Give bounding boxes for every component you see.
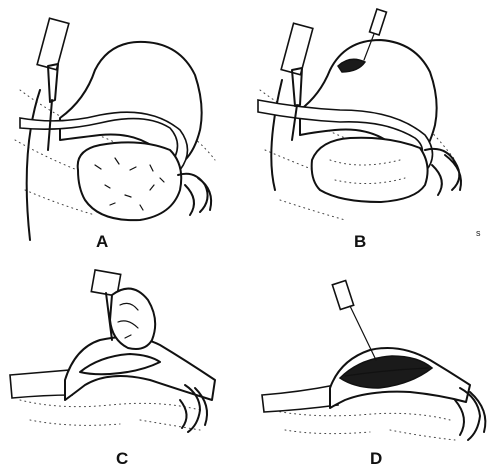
panel-label-d: D bbox=[370, 449, 382, 468]
panel-b: B s bbox=[257, 8, 481, 251]
panel-d: D bbox=[261, 279, 487, 468]
panel-label-c: C bbox=[116, 449, 128, 468]
panel-label-b: B bbox=[354, 232, 366, 251]
panel-a: A bbox=[14, 17, 216, 251]
panel-label-a: A bbox=[96, 232, 108, 251]
panel-c: C bbox=[9, 268, 216, 468]
stray-mark: s bbox=[476, 228, 481, 238]
